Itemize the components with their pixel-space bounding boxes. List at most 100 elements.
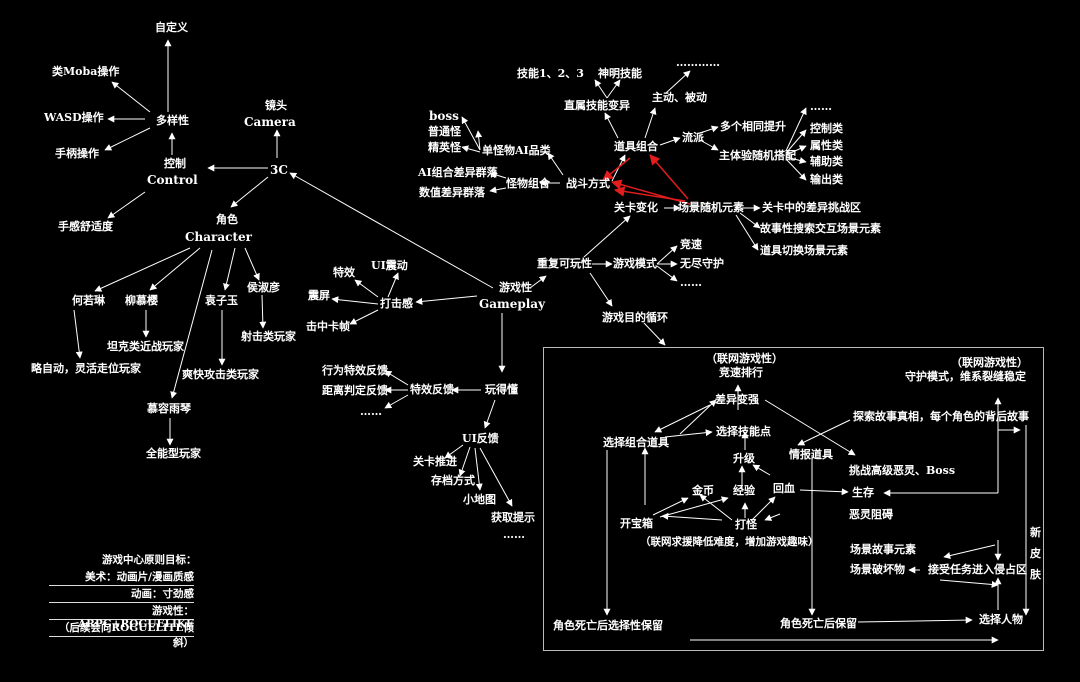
online-guard: 守护模式，维系裂缝稳定 <box>905 370 1026 383</box>
node-loop: 游戏目的循环 <box>602 311 668 324</box>
node-school: 流派 <box>682 131 704 144</box>
loop-upgrade: 升级 <box>733 452 755 465</box>
node-main-random: 主体验随机搭配 <box>719 149 796 162</box>
node-role-4: 侯淑彦 <box>247 281 280 294</box>
node-single-ai: 单怪物AI品类 <box>482 144 551 157</box>
node-control-en: Control <box>147 173 198 187</box>
loop-death-keep-1: 角色死亡后选择性保留 <box>553 619 663 632</box>
principle-anim: 动画：寸劲感 <box>49 586 194 603</box>
node-endless: 无尽守护 <box>680 257 724 270</box>
loop-death-keep-2: 角色死亡后保留 <box>780 617 857 630</box>
node-monster-combo: 怪物组合 <box>506 177 550 190</box>
node-item-combo: 道具组合 <box>614 140 658 153</box>
node-scene-random: 场景随机元素 <box>678 201 744 214</box>
node-scene-random-1: 关卡中的差异挑战区 <box>762 201 861 214</box>
node-distance-feedback: 距离判定反馈 <box>322 384 388 397</box>
loop-survive: 生存 <box>852 486 874 499</box>
loop-choose-item: 选择组合道具 <box>603 436 669 449</box>
loop-exp: 经验 <box>733 484 755 497</box>
node-attribute-class: 属性类 <box>810 139 843 152</box>
node-diversity: 多样性 <box>156 114 189 127</box>
principle-art: 美术：动画片/漫画质感 <box>49 569 194 586</box>
node-camera-zh: 镜头 <box>265 99 287 112</box>
node-combat: 战斗方式 <box>566 177 610 190</box>
node-camera-en: Camera <box>244 115 296 129</box>
node-role-2: 柳慕樱 <box>125 294 158 307</box>
node-role-3-type: 爽快攻击类玩家 <box>182 368 259 381</box>
node-mode-more: …… <box>680 276 702 289</box>
online-guard-tag: （联网游戏性） <box>951 356 1028 369</box>
principle-later: （后续会向ROGUELITE倾斜） <box>49 620 194 649</box>
node-level-progress: 关卡推进 <box>413 455 457 468</box>
node-god-skill: 神明技能 <box>598 67 642 80</box>
node-minimap: 小地图 <box>463 493 496 506</box>
node-scene-random-2: 故事性搜索交互场景元素 <box>760 222 881 235</box>
node-level-change: 关卡变化 <box>614 201 658 214</box>
node-moba: 类Moba操作 <box>52 65 120 78</box>
node-hit-feel: 打击感 <box>380 297 413 310</box>
node-output-class: 输出类 <box>810 173 843 186</box>
node-save-method: 存档方式 <box>431 474 475 487</box>
node-role-4-type: 射击类玩家 <box>241 330 296 343</box>
node-gamepad: 手柄操作 <box>55 147 99 160</box>
node-comfort: 手感舒适度 <box>58 220 113 233</box>
node-role-5-type: 全能型玩家 <box>146 447 201 460</box>
node-ui-shake: UI震动 <box>371 259 408 272</box>
online-race: 竞速排行 <box>719 366 763 379</box>
node-number-group: 数值差异群落 <box>419 186 485 199</box>
node-ui-more: …… <box>503 528 525 541</box>
node-wasd: WASD操作 <box>44 111 104 124</box>
node-scene-random-3: 道具切换场景元素 <box>760 244 848 257</box>
node-control-class: 控制类 <box>810 122 843 135</box>
loop-info-item: 情报道具 <box>789 448 833 461</box>
node-role-1-type: 略自动，灵活走位玩家 <box>31 362 141 375</box>
node-behavior-feedback: 行为特效反馈 <box>322 364 388 377</box>
loop-gold: 金币 <box>692 484 714 497</box>
node-role-1: 何若琳 <box>72 294 105 307</box>
loop-scene-story: 场景故事元素 <box>850 543 916 556</box>
node-role-2-type: 坦克类近战玩家 <box>107 340 184 353</box>
node-elite-monster: 精英怪 <box>428 141 461 154</box>
node-normal-monster: 普通怪 <box>428 125 461 138</box>
node-active-passive: 主动、被动 <box>652 91 707 104</box>
loop-fight: 打怪 <box>735 518 757 531</box>
loop-choose-char: 选择人物 <box>979 613 1023 626</box>
loop-choose-skill: 选择技能点 <box>716 425 771 438</box>
loop-scene-break: 场景破坏物 <box>850 563 905 576</box>
loop-diff: 差异变强 <box>715 393 759 406</box>
node-character-zh: 角色 <box>216 213 238 226</box>
loop-story: 探索故事真相，每个角色的背后故事 <box>853 410 1029 423</box>
node-custom: 自定义 <box>155 21 188 34</box>
loop-heal: 回血 <box>773 482 795 495</box>
node-feedback-more: …… <box>360 405 382 418</box>
node-ai-group: AI组合差异群落 <box>418 166 498 179</box>
node-gameplay-en: Gameplay <box>479 297 546 311</box>
loop-evil: 恶灵阻碍 <box>849 508 893 521</box>
node-character-en: Character <box>185 230 252 244</box>
node-same-upgrade: 多个相同提升 <box>720 120 786 133</box>
node-get-hint: 获取提示 <box>491 511 535 524</box>
node-race: 竞速 <box>680 238 702 251</box>
node-dots: ………… <box>676 56 720 69</box>
node-control-zh: 控制 <box>164 157 186 170</box>
node-attr-more: …… <box>810 100 832 113</box>
node-role-5: 慕容雨琴 <box>147 402 191 415</box>
principle-gameplay: 游戏性：ARPG+ROGUELIKE <box>49 603 194 630</box>
node-vfx-feedback: 特效反馈 <box>410 383 454 396</box>
node-boss: boss <box>429 109 459 123</box>
node-replay: 重复可玩性 <box>537 257 592 270</box>
node-vfx: 特效 <box>333 266 355 279</box>
principles-title: 游戏中心原则目标： <box>102 554 197 566</box>
node-3c: 3C <box>270 163 288 177</box>
node-gameplay-zh: 游戏性 <box>499 281 532 294</box>
node-skill-123: 技能1、2、3 <box>517 67 584 80</box>
node-role-3: 袁子玉 <box>205 294 238 307</box>
loop-challenge: 挑战高级恶灵、Boss <box>849 464 956 477</box>
loop-task: 接受任务进入侵占区 <box>928 563 1027 576</box>
loop-chest: 开宝箱 <box>620 517 653 530</box>
node-hitstop: 击中卡帧 <box>306 320 350 333</box>
node-direct-skill: 直属技能变异 <box>564 99 630 112</box>
loop-frame <box>543 347 1044 651</box>
